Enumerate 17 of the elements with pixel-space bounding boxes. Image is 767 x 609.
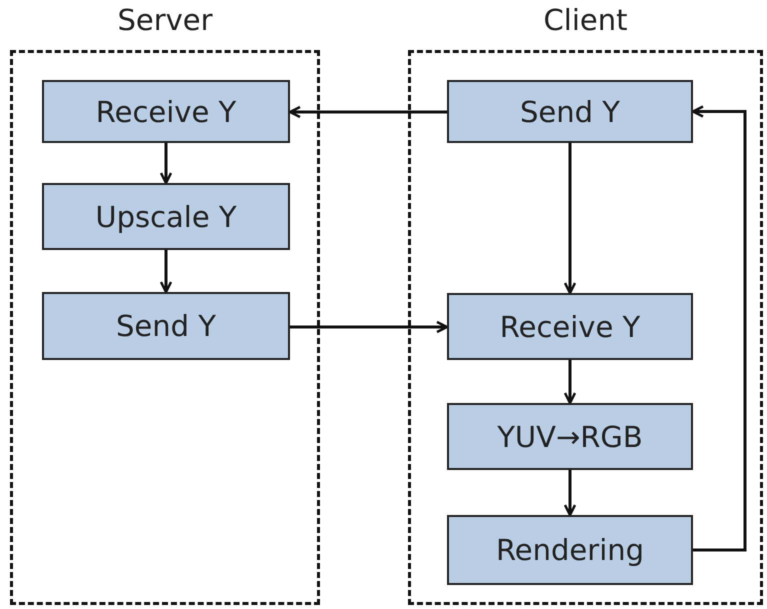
- group-heading: Client: [542, 3, 628, 37]
- arrow: [564, 360, 576, 404]
- process-box: Send Y: [42, 292, 290, 360]
- process-box: Receive Y: [42, 80, 290, 143]
- arrow: [160, 143, 172, 184]
- arrow: [290, 320, 448, 334]
- process-box: Upscale Y: [42, 183, 290, 250]
- process-box: YUV→RGB: [447, 403, 693, 470]
- arrow: [564, 470, 576, 516]
- process-box: Send Y: [447, 80, 693, 143]
- process-box: Rendering: [447, 515, 693, 585]
- arrow: [692, 105, 746, 552]
- arrow: [564, 143, 576, 294]
- process-box: Receive Y: [447, 293, 693, 360]
- arrow: [160, 250, 172, 294]
- arrow: [288, 106, 447, 118]
- group-heading: Server: [116, 3, 214, 37]
